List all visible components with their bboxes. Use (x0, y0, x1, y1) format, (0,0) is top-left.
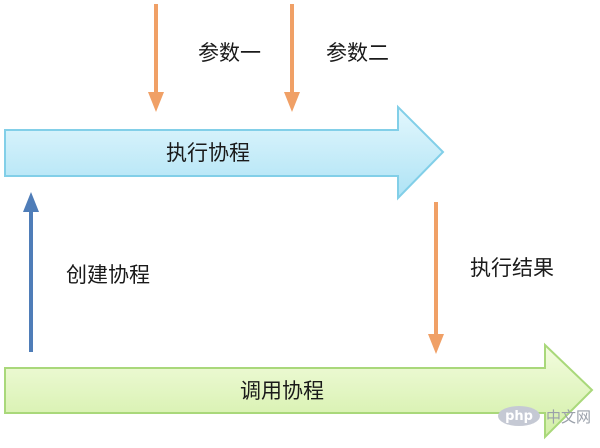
param2-arrow (284, 4, 300, 112)
execute-coroutine-arrow (4, 104, 445, 201)
param1-arrow (148, 4, 164, 112)
watermark: php 中文网 (498, 405, 591, 427)
param1-label: 参数一 (198, 41, 261, 65)
execution-result-label: 执行结果 (470, 256, 554, 280)
create-coroutine-arrow (23, 192, 39, 352)
param2-label: 参数二 (326, 41, 389, 65)
call-coroutine-label: 调用协程 (240, 379, 324, 403)
execution-result-arrow (428, 202, 444, 354)
call-coroutine-arrow (4, 342, 594, 440)
php-logo: php (498, 406, 540, 426)
execute-coroutine-label: 执行协程 (166, 141, 250, 165)
watermark-site-text: 中文网 (546, 407, 592, 426)
create-coroutine-label: 创建协程 (66, 263, 150, 287)
